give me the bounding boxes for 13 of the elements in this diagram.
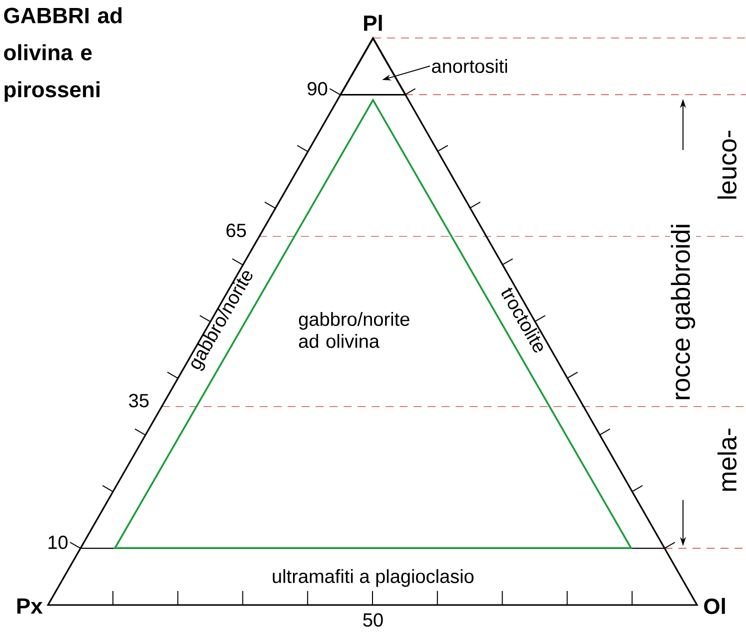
field-label: ultramafiti a plagioclasio [272, 569, 474, 587]
range-label: rocce gabbroidi [670, 222, 696, 402]
callout-label: anortositi [432, 59, 507, 73]
range-label: mela- [716, 426, 738, 494]
tick-label: 65 [226, 224, 246, 238]
vertex-label: Px [17, 598, 43, 614]
tick-label: 50 [363, 613, 383, 627]
vertex-label: Ol [704, 598, 725, 614]
tick-label: 10 [48, 536, 68, 550]
range-label: leuco- [716, 128, 738, 202]
field-label: gabbro/norite ad olivina [299, 312, 410, 348]
title: GABBRI ad olivina e pirosseni [4, 7, 122, 102]
tick-label: 35 [129, 394, 149, 408]
